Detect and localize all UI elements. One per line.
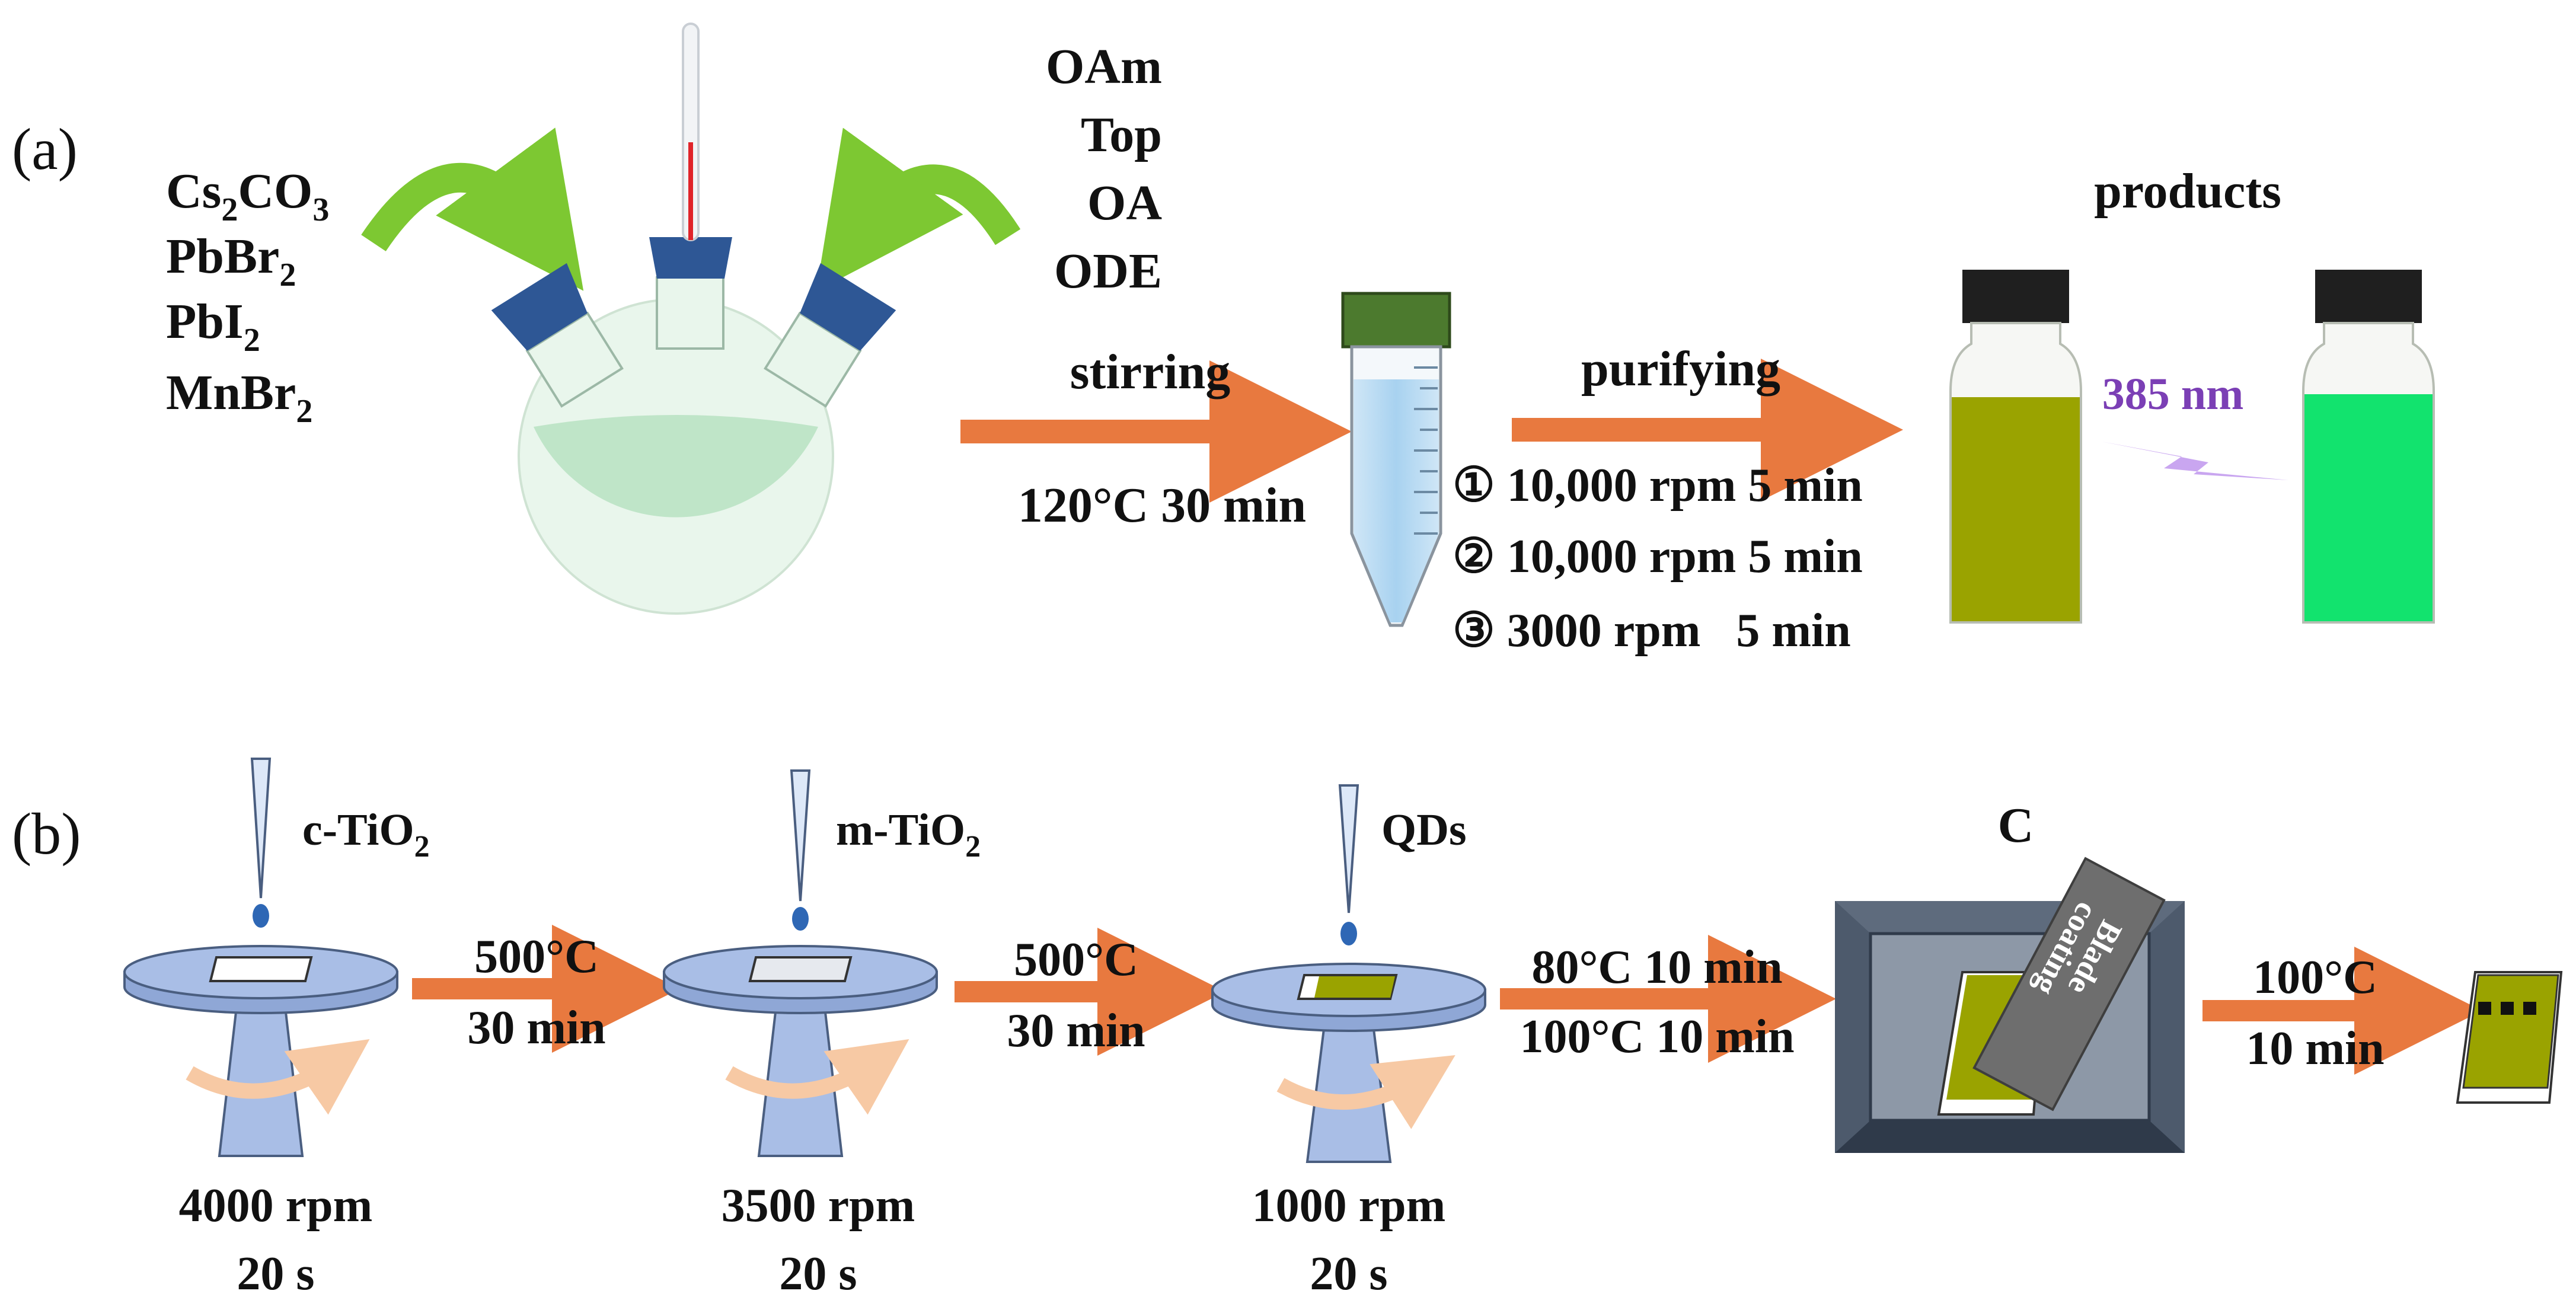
anneal-2-temp: 500°C — [1014, 934, 1138, 986]
left-reagent-list: Cs2CO3 PbBr2 PbI2 MnBr2 — [166, 164, 329, 430]
centrifuge-tube — [1341, 292, 1451, 627]
reagent-mnbr2: MnBr2 — [166, 365, 312, 430]
purify-step-3: ③ 3000 rpm 5 min — [1453, 605, 1851, 657]
spin-coater-stage-2: m-TiO2 3500 rpm 20 s — [663, 769, 981, 1300]
reagent-oa: OA — [1087, 175, 1162, 231]
thermometer-mercury — [688, 142, 693, 240]
frame-bevel-right — [2149, 901, 2185, 1153]
vial-liquid-olive — [1952, 397, 2080, 621]
spin-speed-label: 4000 rpm — [179, 1180, 373, 1232]
anneal-1-temp: 500°C — [474, 931, 599, 983]
panel-a-label: (a) — [12, 116, 78, 182]
device-film — [2462, 974, 2559, 1089]
vial-cap — [2315, 270, 2422, 323]
carbon-label: C — [1998, 798, 2034, 853]
drop-icon — [792, 907, 809, 931]
left-addition-arrow — [361, 127, 584, 291]
tube-liquid — [1354, 379, 1439, 622]
spin-time-label: 20 s — [237, 1248, 314, 1300]
rotation-arrow-icon — [186, 1039, 370, 1115]
tube-cap — [1341, 292, 1451, 349]
panel-b-label: (b) — [12, 801, 81, 867]
spin-time-label: 20 s — [779, 1248, 857, 1300]
reagent-oam: OAm — [1046, 39, 1162, 94]
spin-speed-label: 3500 rpm — [722, 1180, 915, 1232]
electrode — [2478, 1002, 2491, 1015]
purifying-label: purifying — [1581, 341, 1780, 397]
final-device — [2456, 971, 2563, 1104]
final-anneal-temp: 100°C — [2253, 951, 2377, 1004]
stirring-label: stirring — [1070, 344, 1231, 400]
left-stopper — [491, 263, 588, 351]
reagent-cs2co3: Cs2CO3 — [166, 164, 329, 228]
flask-right-neck — [764, 263, 896, 408]
pipette-icon — [790, 769, 811, 902]
rotation-arrow-icon — [1276, 1055, 1455, 1129]
vial-under-ambient-light — [1949, 270, 2082, 624]
substrate — [209, 956, 313, 982]
drop-icon — [253, 904, 269, 928]
blade-coating-setup: C Blade coating — [1835, 798, 2185, 1153]
reagent-top: Top — [1081, 107, 1162, 162]
flask-center-neck — [656, 276, 724, 350]
purify-step-1: ① 10,000 rpm 5 min — [1453, 459, 1863, 512]
vial-liquid-green — [2304, 394, 2433, 621]
three-neck-flask — [491, 23, 896, 615]
uv-lightning-icon — [2102, 442, 2288, 480]
anneal-2-time: 30 min — [1007, 1005, 1145, 1057]
substrate — [748, 956, 853, 982]
stirring-condition: 120°C 30 min — [1018, 478, 1306, 533]
spin-time-label: 20 s — [1310, 1248, 1387, 1300]
vial-cap — [1962, 270, 2069, 323]
spin-speed-label: 1000 rpm — [1252, 1180, 1446, 1232]
reagent-pbbr2: PbBr2 — [166, 229, 296, 293]
drop-material-label: m-TiO2 — [836, 805, 981, 864]
final-anneal-time: 10 min — [2246, 1023, 2384, 1075]
tube-graduations — [1414, 366, 1438, 535]
vial-under-uv-light — [2302, 270, 2435, 624]
center-stopper — [649, 237, 732, 279]
anneal-1-time: 30 min — [467, 1002, 605, 1054]
drop-material-label: c-TiO2 — [302, 805, 430, 864]
frame-bevel-bottom — [1835, 1120, 2185, 1153]
anneal-3-line-1: 80°C 10 min — [1531, 941, 1782, 993]
drop-icon — [1340, 922, 1357, 945]
reagent-pbi2: PbI2 — [166, 294, 260, 359]
pipette-icon — [250, 758, 272, 899]
frame-bevel-left — [1835, 901, 1870, 1153]
rotation-arrow-icon — [725, 1039, 909, 1115]
blade-icon: Blade coating — [1972, 857, 2166, 1111]
qd-film — [1314, 976, 1395, 998]
electrode — [2501, 1002, 2514, 1015]
electrode — [2523, 1002, 2536, 1015]
spin-coater-stage-3: QDs 1000 rpm 20 s — [1211, 784, 1486, 1300]
spin-coater-stage-1: c-TiO2 4000 rpm 20 s — [123, 758, 430, 1300]
drop-material-label: QDs — [1381, 805, 1467, 855]
products-label: products — [2094, 164, 2281, 219]
anneal-3-line-2: 100°C 10 min — [1520, 1011, 1794, 1063]
purify-step-list: ① 10,000 rpm 5 min ② 10,000 rpm 5 min ③ … — [1453, 459, 1863, 657]
right-stopper — [800, 263, 896, 351]
right-reagent-list: OAm Top OA ODE — [1046, 39, 1162, 299]
reagent-ode: ODE — [1054, 244, 1162, 299]
flask-left-neck — [491, 263, 624, 408]
purify-step-2: ② 10,000 rpm 5 min — [1453, 531, 1863, 583]
uv-wavelength-label: 385 nm — [2102, 369, 2244, 419]
pipette-icon — [1338, 784, 1359, 913]
flask-liquid — [534, 415, 818, 517]
right-addition-arrow — [816, 127, 1021, 292]
